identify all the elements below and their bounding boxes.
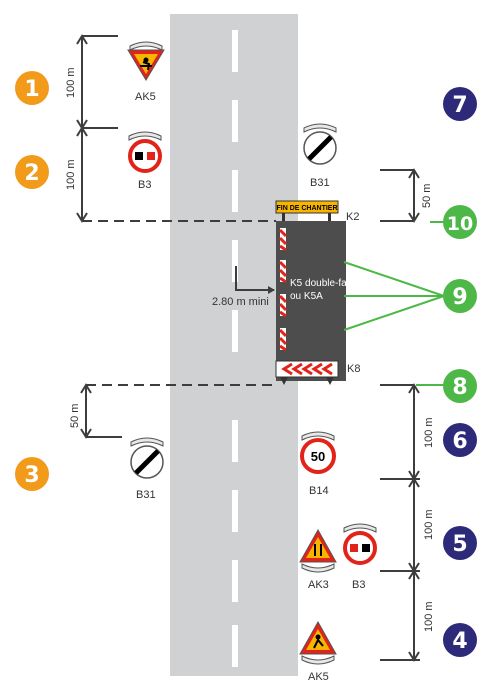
dim-right (380, 168, 420, 662)
zone-label-line1: K5 double-face (290, 278, 358, 289)
step-4-number: 4 (452, 629, 467, 654)
b31-left-sign (130, 437, 164, 479)
b3-top-label: B3 (138, 179, 151, 191)
k2-sign: FIN DE CHANTIER (275, 200, 339, 221)
step-9-number: 9 (452, 285, 467, 310)
b14-value: 50 (311, 449, 325, 464)
k8-label: K8 (347, 363, 360, 375)
step-5: 5 (443, 526, 477, 560)
dim-label-1: 100 m (65, 67, 77, 98)
dim-left (76, 34, 122, 439)
green-connectors (343, 221, 445, 386)
step-6: 6 (443, 423, 477, 457)
center-dashes (232, 30, 238, 667)
b31-top-sign (303, 123, 337, 165)
fin-chantier-label: FIN DE CHANTIER (276, 205, 337, 212)
b3-top-sign (128, 131, 162, 173)
step-2: 2 (15, 155, 49, 189)
marker-lines (82, 220, 276, 386)
step-3-number: 3 (24, 463, 39, 488)
step-4: 4 (443, 623, 477, 657)
ak3-label: AK3 (308, 579, 329, 591)
work-zone (276, 221, 346, 381)
step-6-number: 6 (452, 429, 467, 454)
dim-label-5: 100 m (423, 417, 435, 448)
k2-label: K2 (346, 211, 359, 223)
step-5-number: 5 (452, 532, 467, 557)
ak5-bottom-sign (299, 620, 337, 665)
ak3-sign (299, 528, 337, 573)
b31-left-label: B31 (136, 489, 156, 501)
step-1-number: 1 (24, 77, 39, 102)
k8-board (275, 360, 339, 385)
k5-cones (278, 228, 288, 352)
dim-label-4: 50 m (69, 404, 81, 428)
zone-label-line2: ou K5A (290, 291, 323, 302)
step-3: 3 (15, 457, 49, 491)
ak5-bottom-label: AK5 (308, 671, 329, 683)
step-8-number: 8 (452, 375, 467, 400)
step-10-number: 10 (447, 213, 473, 235)
step-2-number: 2 (24, 161, 39, 186)
b3-bottom-label: B3 (352, 579, 365, 591)
min-width-arrow (235, 266, 275, 294)
b31-top-label: B31 (310, 177, 330, 189)
step-9: 9 (443, 279, 477, 313)
dim-label-6: 100 m (423, 509, 435, 540)
dim-label-7: 100 m (423, 601, 435, 632)
dim-label-3: 50 m (421, 184, 433, 208)
b14-label: B14 (309, 485, 329, 497)
b3-bottom-sign (343, 523, 377, 565)
step-8: 8 (443, 369, 477, 403)
ak5-top-sign (127, 41, 165, 81)
ak5-top-label: AK5 (135, 91, 156, 103)
min-width-label: 2.80 m mini (212, 296, 269, 308)
b14-sign (300, 431, 336, 474)
step-7: 7 (443, 87, 477, 121)
step-1: 1 (15, 71, 49, 105)
dim-label-2: 100 m (65, 159, 77, 190)
step-10: 10 (443, 205, 477, 239)
step-7-number: 7 (452, 93, 467, 118)
